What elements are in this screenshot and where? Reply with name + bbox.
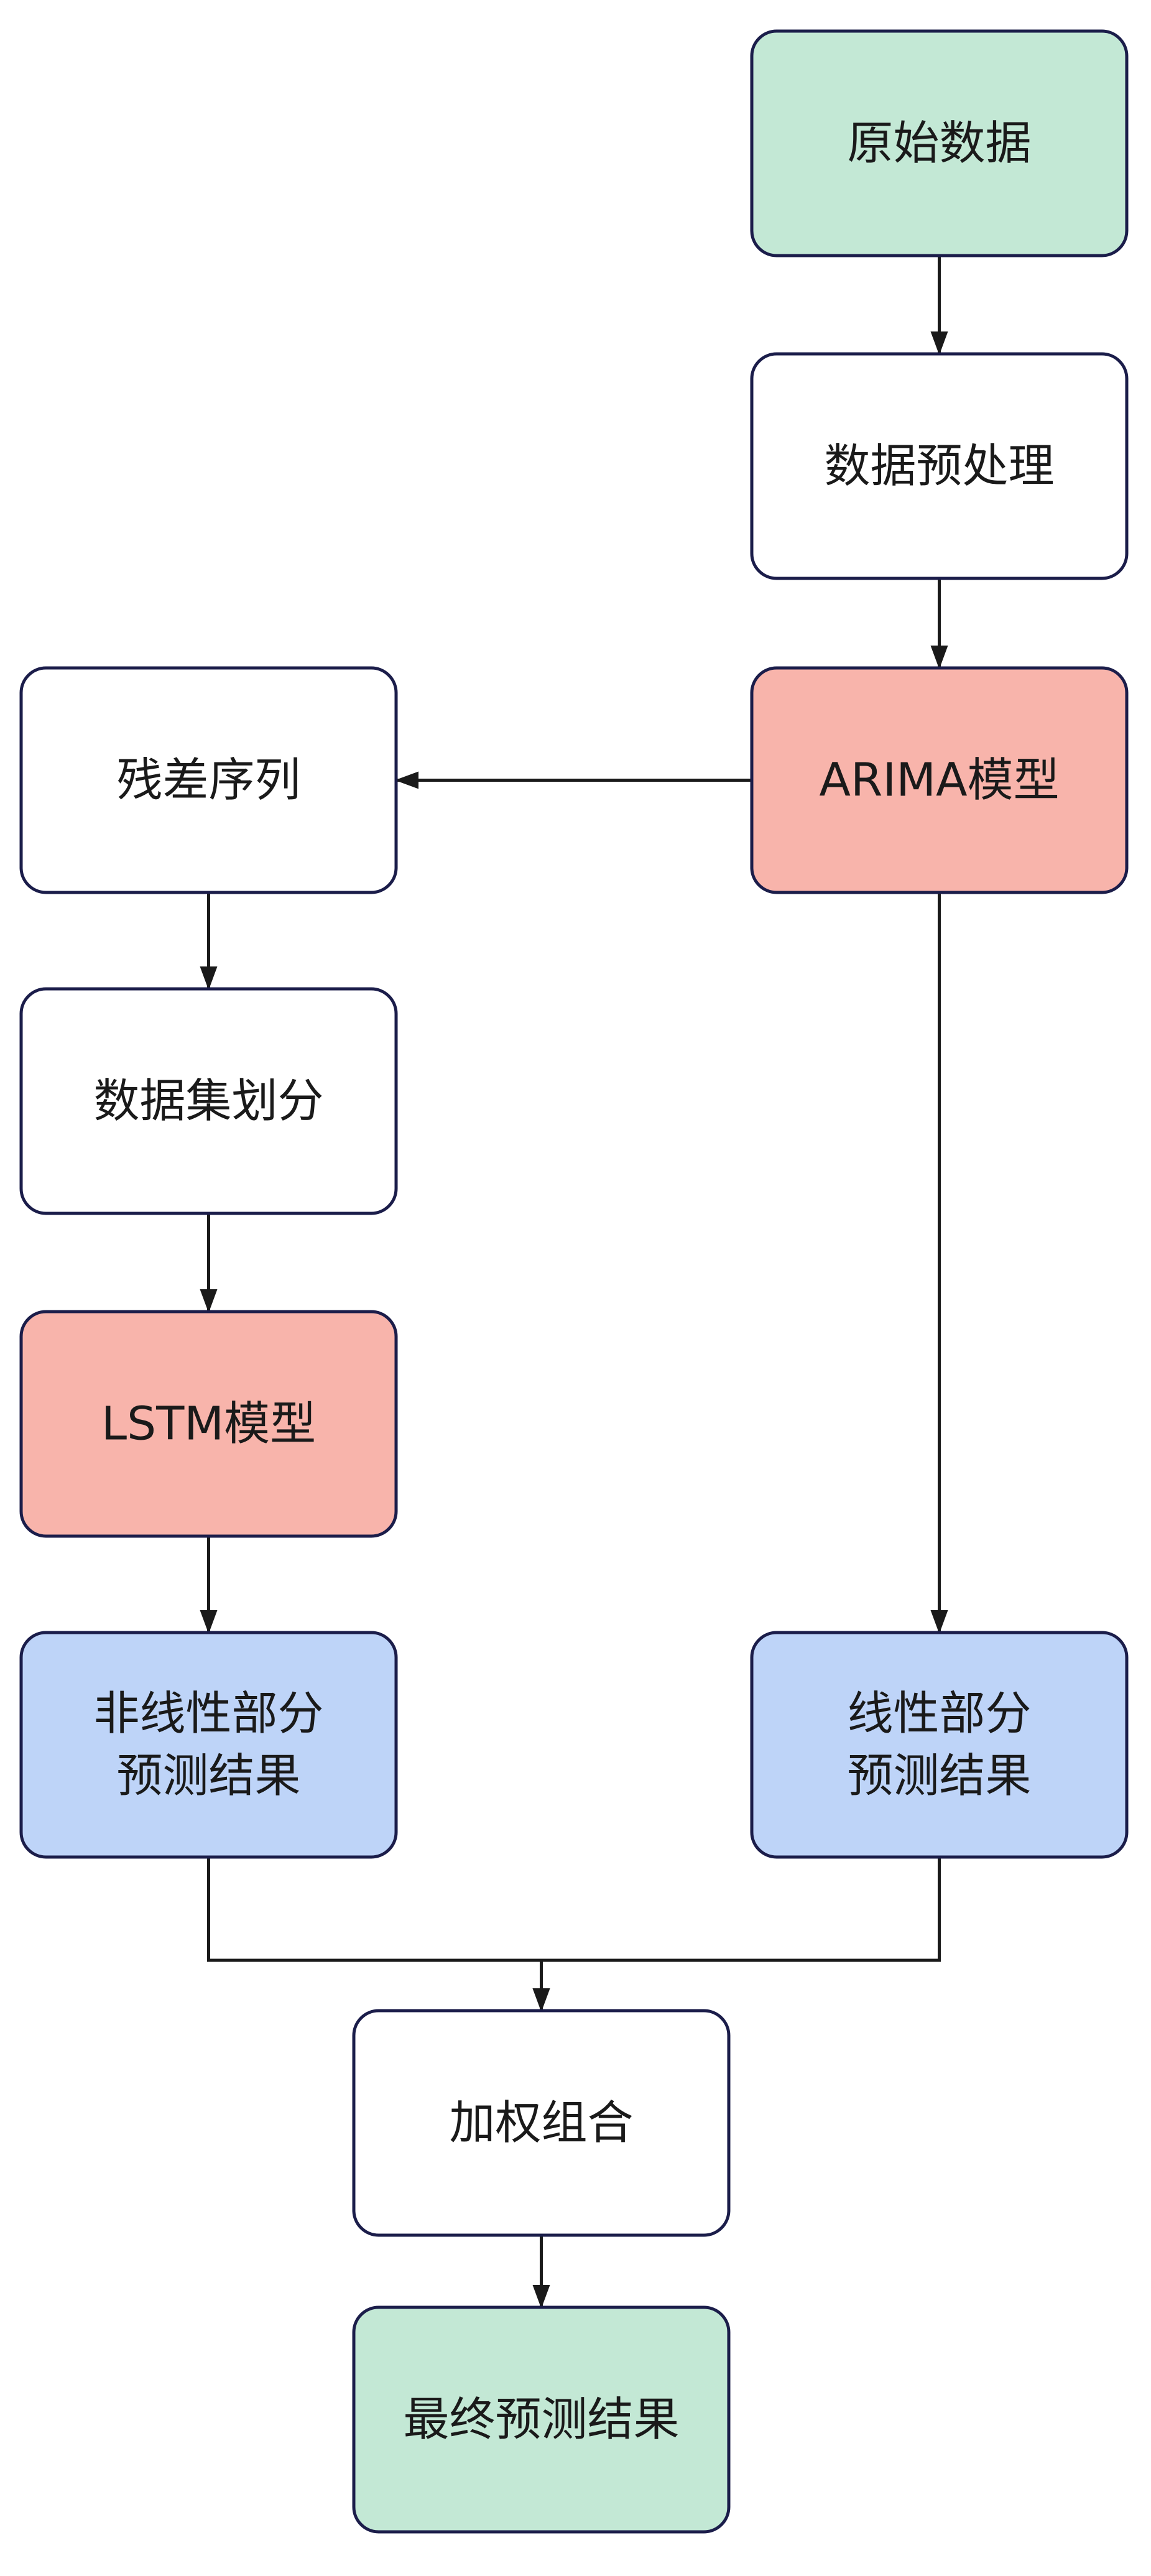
- node-label: 原始数据: [848, 117, 1032, 170]
- node-raw: 原始数据: [750, 29, 1129, 257]
- node-label: LSTM模型: [101, 1397, 316, 1451]
- node-box: [352, 2305, 731, 2534]
- node-label: 加权组合: [450, 2096, 634, 2150]
- node-label: ARIMA模型: [819, 754, 1059, 807]
- node-box: [750, 666, 1129, 894]
- node-box: [19, 1631, 398, 1859]
- node-label: 线性部分: [848, 1687, 1032, 1741]
- node-box: [19, 666, 398, 894]
- node-box: [352, 2009, 731, 2237]
- node-final: 最终预测结果: [352, 2305, 731, 2534]
- edges: [200, 256, 948, 2309]
- node-label: 残差序列: [117, 754, 301, 807]
- node-box: [750, 352, 1129, 580]
- node-label: 数据集划分: [94, 1075, 324, 1128]
- arrow-nonlinear-to-weighted: [207, 1857, 550, 2012]
- node-weighted: 加权组合: [352, 2009, 731, 2237]
- node-residual: 残差序列: [19, 666, 398, 894]
- node-box: [19, 987, 398, 1215]
- node-label: 预测结果: [848, 1749, 1032, 1803]
- arrow-linear-to-weighted: [532, 1857, 941, 2012]
- node-box: [19, 1310, 398, 1538]
- node-preprocess: 数据预处理: [750, 352, 1129, 580]
- node-arima: ARIMA模型: [750, 666, 1129, 894]
- node-lstm: LSTM模型: [19, 1310, 398, 1538]
- node-label: 最终预测结果: [404, 2393, 680, 2447]
- node-box: [750, 1631, 1129, 1859]
- node-box: [750, 29, 1129, 257]
- node-split: 数据集划分: [19, 987, 398, 1215]
- node-label: 非线性部分: [94, 1687, 324, 1741]
- node-label: 预测结果: [117, 1749, 301, 1803]
- node-label: 数据预处理: [825, 440, 1055, 493]
